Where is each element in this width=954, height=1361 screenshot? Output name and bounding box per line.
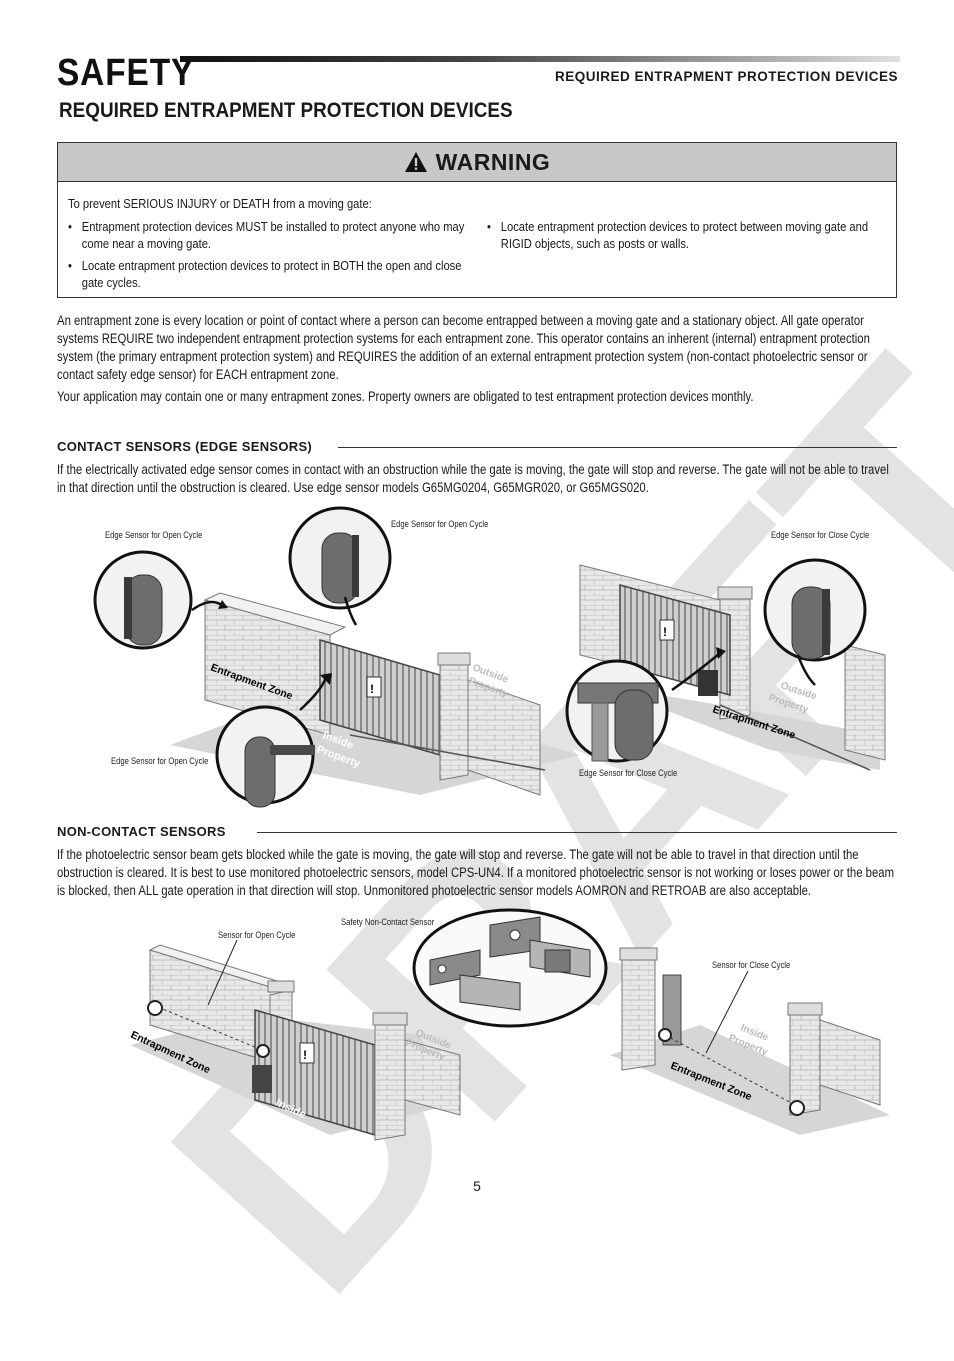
right-photo-scene: Entrapment Zone Inside Property Outside … <box>610 947 890 1135</box>
heading-rule <box>257 832 897 833</box>
gate-sign: ! <box>370 682 374 696</box>
gate-sign: ! <box>663 625 667 639</box>
warning-title: WARNING <box>435 148 551 175</box>
bullet-dot: • <box>68 219 72 234</box>
figure-label: Edge Sensor for Open Cycle <box>391 519 489 529</box>
warning-bullet-text: Locate entrapment protection devices to … <box>81 258 462 290</box>
figure-label: Safety Non-Contact Sensor <box>341 917 435 927</box>
page-title: SAFETY <box>57 52 195 94</box>
figure-label: Edge Sensor for Open Cycle <box>105 530 203 540</box>
photoelectric-sensors-diagram: ! Entrapment Zone Inside Property Outsid… <box>129 908 890 1141</box>
section-title: REQUIRED ENTRAPMENT PROTECTION DEVICES <box>59 99 513 122</box>
figure-label: Sensor for Close Cycle <box>712 960 791 970</box>
header-rule <box>180 56 900 62</box>
warning-box: WARNING To prevent SERIOUS INJURY or DEA… <box>57 142 897 298</box>
intro-paragraph: An entrapment zone is every location or … <box>57 313 870 382</box>
sensor-detail-oval <box>412 908 608 1028</box>
bullet-dot: • <box>487 219 491 234</box>
bullet-dot: • <box>68 258 72 273</box>
edge-sensors-diagram: ! Entrapment Zone Inside Property Outsid… <box>93 506 886 808</box>
figure-label: Sensor for Open Cycle <box>218 930 296 940</box>
warning-bullet-text: Locate entrapment protection devices to … <box>500 219 869 251</box>
warning-intro: To prevent SERIOUS INJURY or DEATH from … <box>68 196 372 211</box>
contact-sensors-text: If the electrically activated edge senso… <box>57 462 889 495</box>
figure-label: Edge Sensor for Close Cycle <box>771 530 870 540</box>
noncontact-sensors-text: If the photoelectric sensor beam gets bl… <box>57 847 895 898</box>
left-photo-scene: ! Entrapment Zone Inside Property Outsid… <box>129 939 461 1141</box>
warning-triangle-icon <box>404 152 427 172</box>
warning-bullet-text: Entrapment protection devices MUST be in… <box>81 219 465 251</box>
left-gate-scene: ! Entrapment Zone Inside Property Outsid… <box>93 506 580 808</box>
noncontact-sensors-heading: NON-CONTACT SENSORS <box>57 824 226 839</box>
page-number: 5 <box>473 1178 481 1194</box>
running-header: REQUIRED ENTRAPMENT PROTECTION DEVICES <box>554 69 898 84</box>
figure-label: Edge Sensor for Open Cycle <box>111 756 209 766</box>
contact-sensors-heading: CONTACT SENSORS (EDGE SENSORS) <box>57 439 313 454</box>
intro-paragraph: Your application may contain one or many… <box>57 389 754 404</box>
figure-label: Edge Sensor for Close Cycle <box>579 768 678 778</box>
right-gate-scene: ! Entrapment Zone Inside Property Outsid… <box>565 558 886 771</box>
heading-rule <box>338 447 897 448</box>
gate-sign: ! <box>303 1048 307 1062</box>
draft-watermark: DRAFT <box>102 301 954 1358</box>
warning-header: WARNING <box>58 143 896 182</box>
